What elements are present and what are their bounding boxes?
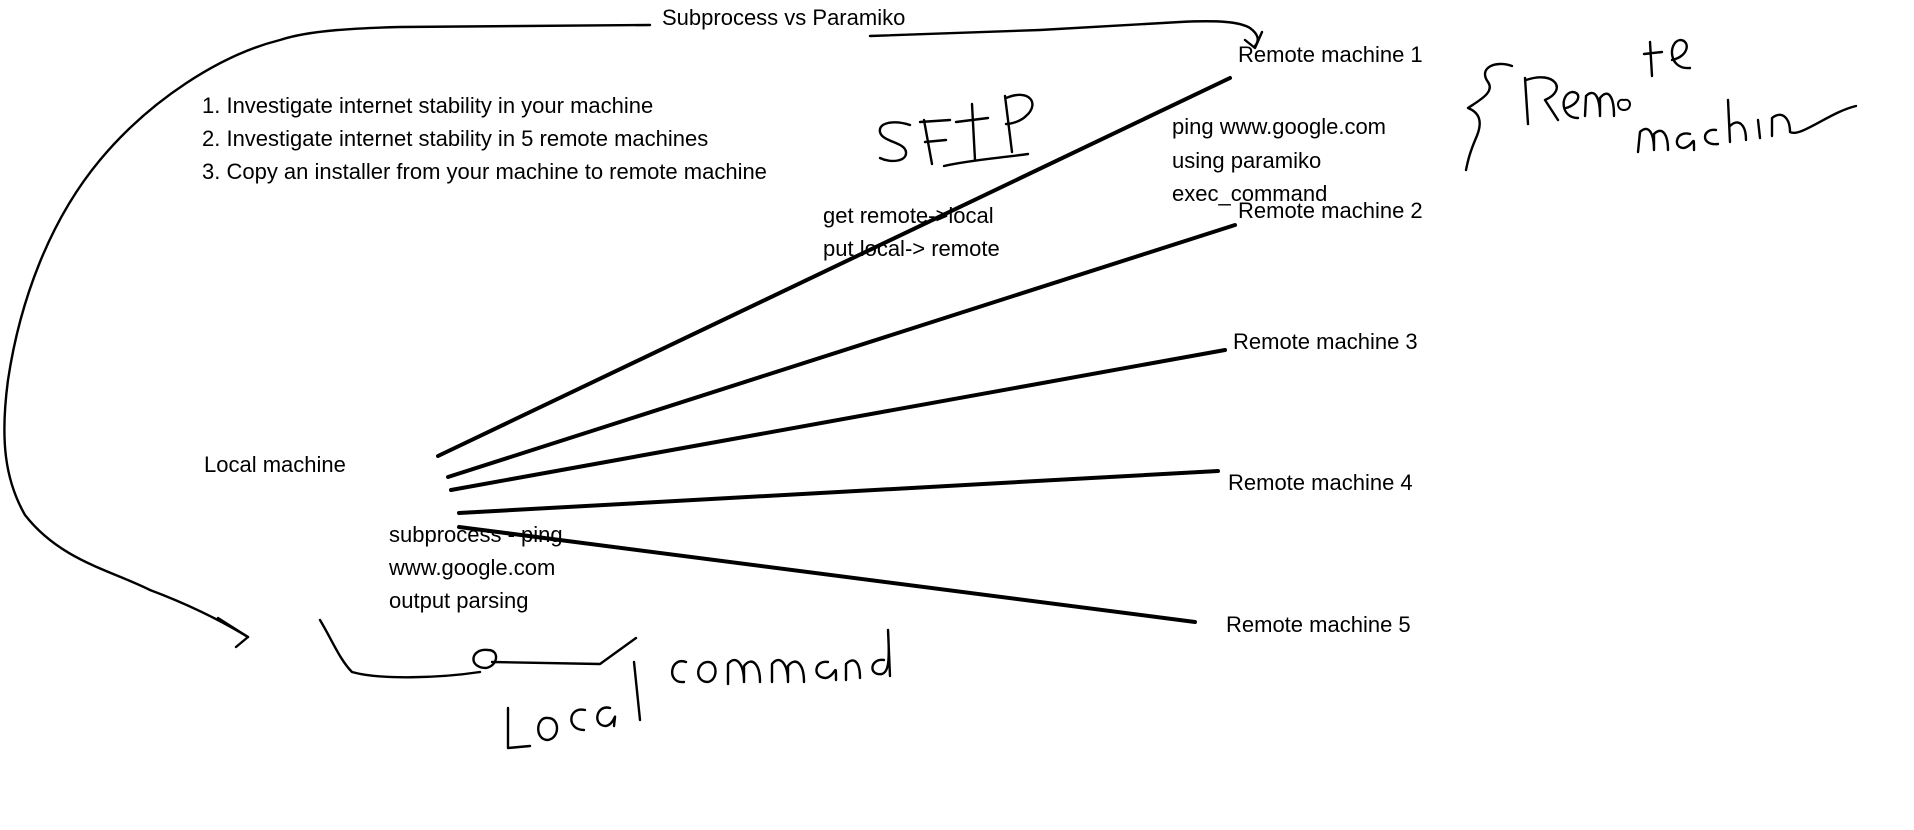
local-note: output parsing <box>389 588 528 613</box>
handwriting-stroke <box>878 121 912 163</box>
arrowhead-icon <box>216 616 250 649</box>
connection-line <box>446 223 1237 479</box>
handwritten-remote-machine <box>1464 38 1858 172</box>
handwriting-stroke <box>1675 132 1696 152</box>
handwriting-stroke <box>844 659 862 682</box>
local-machine-label: Local machine <box>204 452 346 477</box>
remote-machines: Remote machine 1 Remote machine 2 Remote… <box>1226 42 1423 637</box>
handwriting-stroke <box>697 660 717 684</box>
connection-lines <box>436 76 1237 624</box>
handwriting-stroke <box>1756 118 1762 140</box>
diagram-title: Subprocess vs Paramiko <box>662 5 905 30</box>
handwriting-stroke <box>1726 98 1748 144</box>
connection-line <box>449 348 1227 492</box>
connection-line <box>457 469 1220 515</box>
title-to-local-arc <box>3 20 1264 649</box>
handwriting-stroke <box>871 628 892 678</box>
sftp-note: put local-> remote <box>823 236 1000 261</box>
handwriting-stroke <box>570 708 587 732</box>
handwriting-stroke <box>472 648 498 670</box>
handwriting-stroke <box>770 658 806 684</box>
handwriting-stroke <box>632 660 642 722</box>
remote-notes: ping www.google.com using paramiko exec_… <box>1172 114 1386 206</box>
handwriting-stroke <box>1703 128 1720 146</box>
handwriting-stroke <box>1617 98 1631 111</box>
handwriting-stroke <box>506 706 532 750</box>
remote-machine-label: Remote machine 3 <box>1233 329 1418 354</box>
handwriting-stroke <box>726 658 762 686</box>
handwriting-stroke <box>954 102 990 162</box>
task-item: 1. Investigate internet stability in you… <box>202 93 653 118</box>
local-notes: subprocess - ping www.google.com output … <box>388 522 563 613</box>
task-item: 3. Copy an installer from your machine t… <box>202 159 767 184</box>
handwriting-stroke <box>596 706 617 728</box>
remote-machine-label: Remote machine 1 <box>1238 42 1423 67</box>
handwriting-stroke <box>537 716 559 742</box>
handwriting-underline <box>942 152 1030 168</box>
handwriting-stroke <box>918 118 952 166</box>
connection-line <box>436 76 1232 458</box>
handwriting-stroke <box>1523 76 1560 126</box>
remote-note: exec_command <box>1172 181 1327 206</box>
handwritten-local-command <box>318 618 892 750</box>
task-item: 2. Investigate internet stability in 5 r… <box>202 126 708 151</box>
handwriting-stroke <box>318 618 482 679</box>
handwriting-stroke <box>815 660 838 682</box>
handwriting-stroke <box>490 636 638 666</box>
title-to-remote-stroke <box>868 20 1264 50</box>
handwriting-stroke <box>1636 127 1670 154</box>
remote-note: using paramiko <box>1172 148 1321 173</box>
handwriting-stroke <box>1770 104 1858 138</box>
remote-machine-label: Remote machine 2 <box>1238 198 1423 223</box>
handwriting-stroke <box>1583 91 1616 118</box>
handwriting-stroke <box>671 660 688 684</box>
sftp-notes: get remote->local put local-> remote <box>823 203 1000 261</box>
handwriting-stroke <box>1670 38 1692 70</box>
remote-machine-label: Remote machine 5 <box>1226 612 1411 637</box>
hand-drawn-arc <box>3 23 652 639</box>
handwriting-stroke <box>1562 90 1580 120</box>
remote-note: ping www.google.com <box>1172 114 1386 139</box>
handwriting-stroke <box>1003 93 1034 154</box>
brace-icon <box>1464 62 1514 172</box>
sftp-note: get remote->local <box>823 203 994 228</box>
remote-machine-label: Remote machine 4 <box>1228 470 1413 495</box>
local-note: www.google.com <box>388 555 555 580</box>
local-note: subprocess - ping <box>389 522 563 547</box>
task-list: 1. Investigate internet stability in you… <box>202 93 767 184</box>
connection-line <box>457 525 1197 624</box>
handwritten-sftp <box>878 93 1034 168</box>
handwriting-stroke <box>1642 40 1664 78</box>
